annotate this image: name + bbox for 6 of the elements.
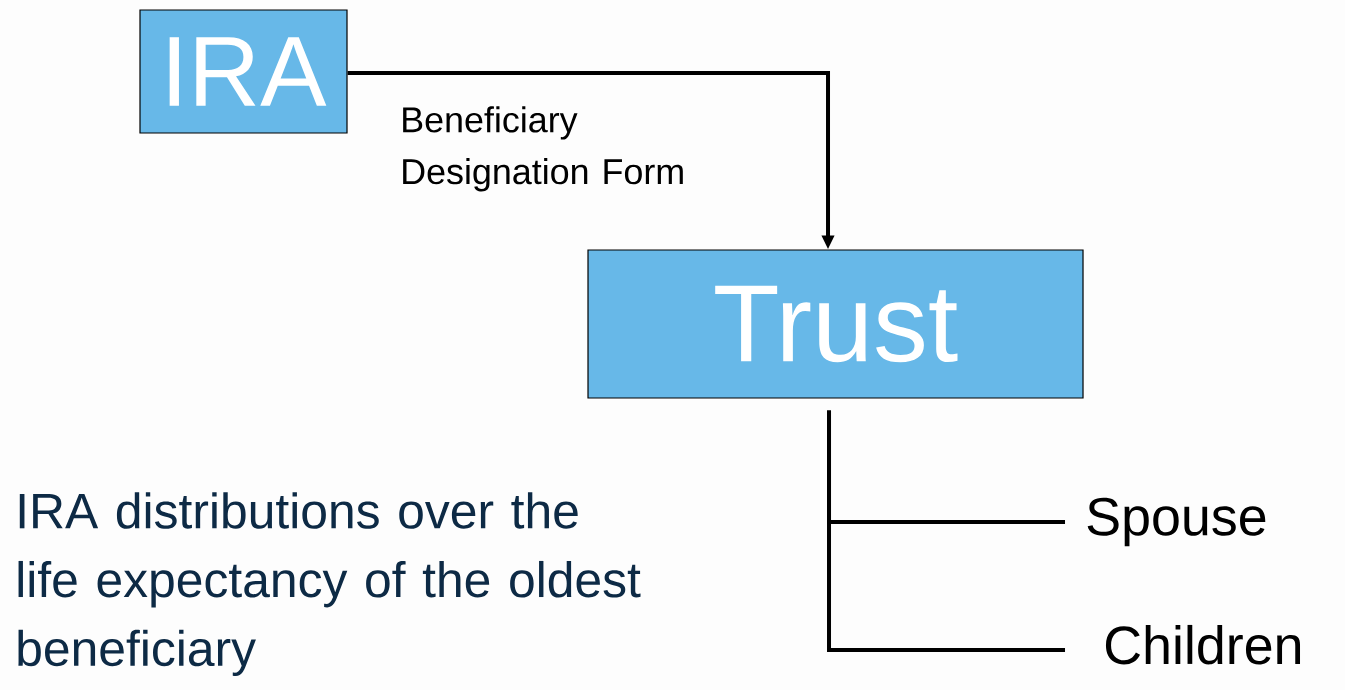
note-text: IRA distributions over the life expectancy of the oldest beneficiary [18,492,641,677]
process-box: IRA [139,9,348,134]
edge-label: Beneficiary Designation Form [403,106,683,192]
branch-label: Spouse [1087,497,1266,547]
process-box: Trust [587,249,1084,399]
branch-label: Children [1105,624,1300,665]
